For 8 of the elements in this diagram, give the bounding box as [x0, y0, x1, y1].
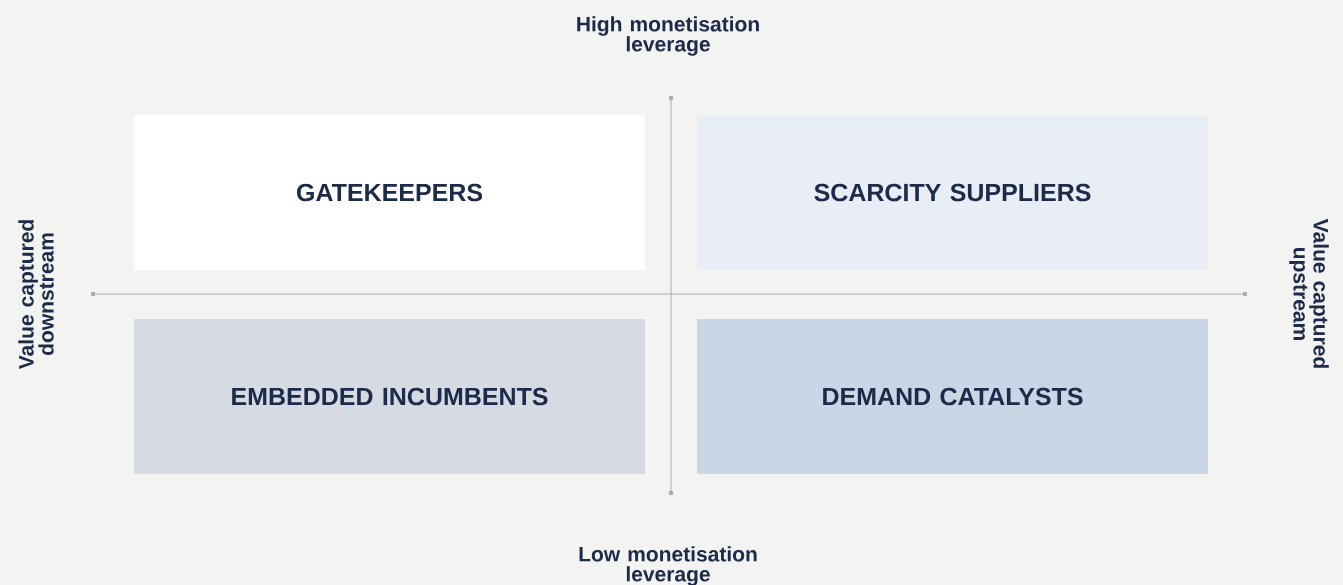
quadrant-box: SCARCITY SUPPLIERS	[697, 115, 1208, 270]
quadrant-box: DEMAND CATALYSTS	[697, 319, 1208, 474]
axis-label: Value captured upstream	[1289, 218, 1329, 368]
quadrant-box: EMBEDDED INCUMBENTS	[134, 319, 645, 474]
axis-label: High monetisation leverage	[577, 16, 759, 56]
quadrant-box: GATEKEEPERS	[134, 115, 645, 270]
axis-label: Value captured downstream	[18, 220, 54, 370]
axis-label: Low monetisation leverage	[579, 546, 757, 585]
